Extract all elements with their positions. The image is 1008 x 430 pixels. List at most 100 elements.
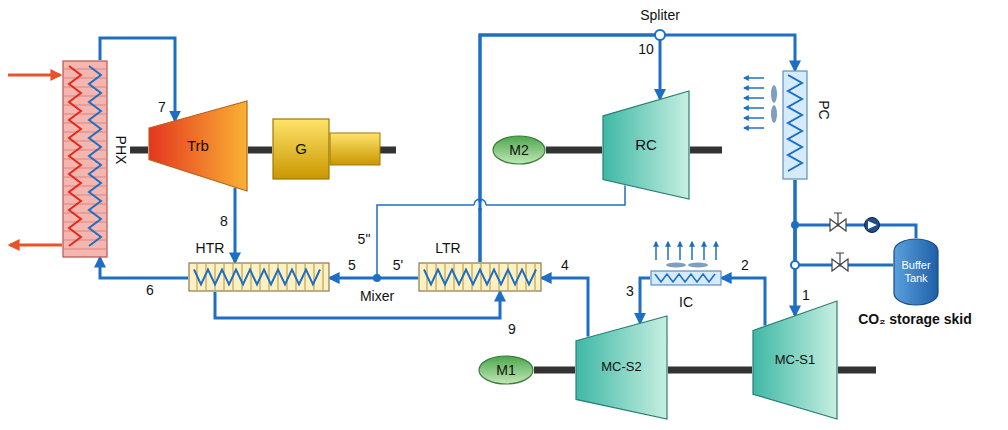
fan-blade	[688, 263, 708, 268]
component-label: MC-S1	[775, 353, 815, 368]
state-label: 4	[561, 258, 569, 273]
component-label: M2	[509, 142, 528, 158]
air-flow-arrow	[703, 242, 705, 260]
component-label: G	[295, 140, 307, 157]
air-flow-arrow	[744, 107, 764, 109]
component-box: M1	[478, 355, 534, 385]
shaft-end	[838, 367, 876, 374]
component-box: G	[272, 118, 330, 180]
flow-line	[234, 188, 237, 262]
component-outline	[419, 263, 541, 291]
junction-circle	[791, 261, 799, 269]
splitter-node	[655, 30, 665, 40]
component-label: LTR	[435, 240, 460, 256]
shaft-end	[130, 147, 148, 154]
state-label: 8	[220, 214, 228, 229]
air-flow-arrow	[744, 127, 764, 129]
state-label: Mixer	[360, 289, 394, 304]
component-outline	[63, 61, 107, 257]
component-outline	[894, 239, 938, 305]
component-outline	[651, 271, 721, 285]
pump-symbol	[865, 218, 880, 233]
shaft-end	[690, 147, 722, 154]
coil-path	[655, 274, 715, 282]
crossing-hop	[474, 199, 486, 205]
state-label: 5	[348, 258, 356, 273]
component-label: HTR	[196, 240, 225, 256]
component-box: IC	[650, 270, 722, 286]
core-stripes	[64, 69, 106, 249]
component-box: PC	[782, 70, 808, 180]
valve-stem	[834, 213, 842, 225]
air-flow-arrow	[655, 242, 657, 260]
state-label: 6	[146, 283, 154, 298]
coil-path	[69, 66, 81, 246]
component-outline	[603, 91, 689, 199]
component-shape	[418, 262, 542, 292]
component-box: HTR	[188, 262, 330, 292]
air-flow-arrow	[744, 87, 764, 89]
state-label: 7	[158, 100, 166, 115]
state-label: 3	[626, 284, 634, 299]
component-outline	[479, 356, 533, 384]
state-label: 5"	[358, 232, 371, 247]
component-label: M1	[496, 362, 515, 378]
coil-path	[788, 75, 802, 171]
shaft-line	[668, 367, 752, 374]
generator-exciter	[330, 133, 380, 165]
flow-line	[100, 258, 188, 278]
component-box: PHX	[62, 60, 108, 258]
component-label: PC	[816, 100, 832, 119]
heat-source-inlet	[8, 74, 60, 77]
shaft-end	[378, 147, 396, 154]
air-flow-arrow	[667, 242, 669, 260]
component-label: Buffer Tank	[898, 259, 934, 284]
component-label: PHX	[113, 136, 129, 165]
component-box: Buffer Tank	[893, 238, 939, 306]
component-label: MC-S2	[601, 360, 641, 375]
shaft-line	[546, 147, 602, 154]
air-flow-arrow	[744, 97, 764, 99]
coil-path	[424, 270, 536, 285]
coil-path	[194, 270, 320, 285]
air-flow-arrow	[679, 242, 681, 260]
state-label: 10	[638, 42, 654, 57]
state-label: 1	[802, 288, 810, 303]
heat-source-outlet	[10, 244, 62, 247]
component-outline	[576, 316, 667, 419]
component-shape	[188, 262, 330, 292]
shaft-line	[534, 367, 575, 374]
air-flow-arrow	[744, 77, 764, 79]
component-shape	[650, 270, 722, 286]
junction-dot	[791, 221, 799, 229]
component-box: MC-S2	[575, 315, 668, 420]
component-outline	[753, 301, 837, 419]
component-outline	[783, 71, 807, 179]
fan-blade	[666, 263, 686, 268]
fan-blade	[771, 105, 777, 123]
state-label: Spliter	[640, 8, 680, 23]
crossing-line	[479, 199, 482, 211]
state-label: 9	[508, 322, 516, 337]
component-label: IC	[679, 294, 693, 310]
component-box: LTR	[418, 262, 542, 292]
component-outline	[189, 263, 329, 291]
component-outline	[273, 119, 329, 179]
component-box: M2	[492, 135, 546, 165]
component-label: Trb	[187, 137, 209, 154]
shaft-line	[248, 147, 272, 154]
component-shape	[62, 60, 108, 258]
fan-blade	[771, 85, 777, 103]
flow-line	[215, 292, 500, 318]
skid-caption: CO₂ storage skid	[858, 312, 972, 327]
component-box: RC	[602, 90, 690, 200]
pump-mark	[868, 221, 877, 229]
component-shape	[782, 70, 808, 180]
component-outline	[149, 101, 247, 191]
component-box: MC-S1	[752, 300, 838, 420]
flow-line	[542, 278, 588, 337]
component-outline	[493, 136, 545, 164]
flow-line	[795, 180, 893, 265]
flow-line	[100, 38, 175, 120]
